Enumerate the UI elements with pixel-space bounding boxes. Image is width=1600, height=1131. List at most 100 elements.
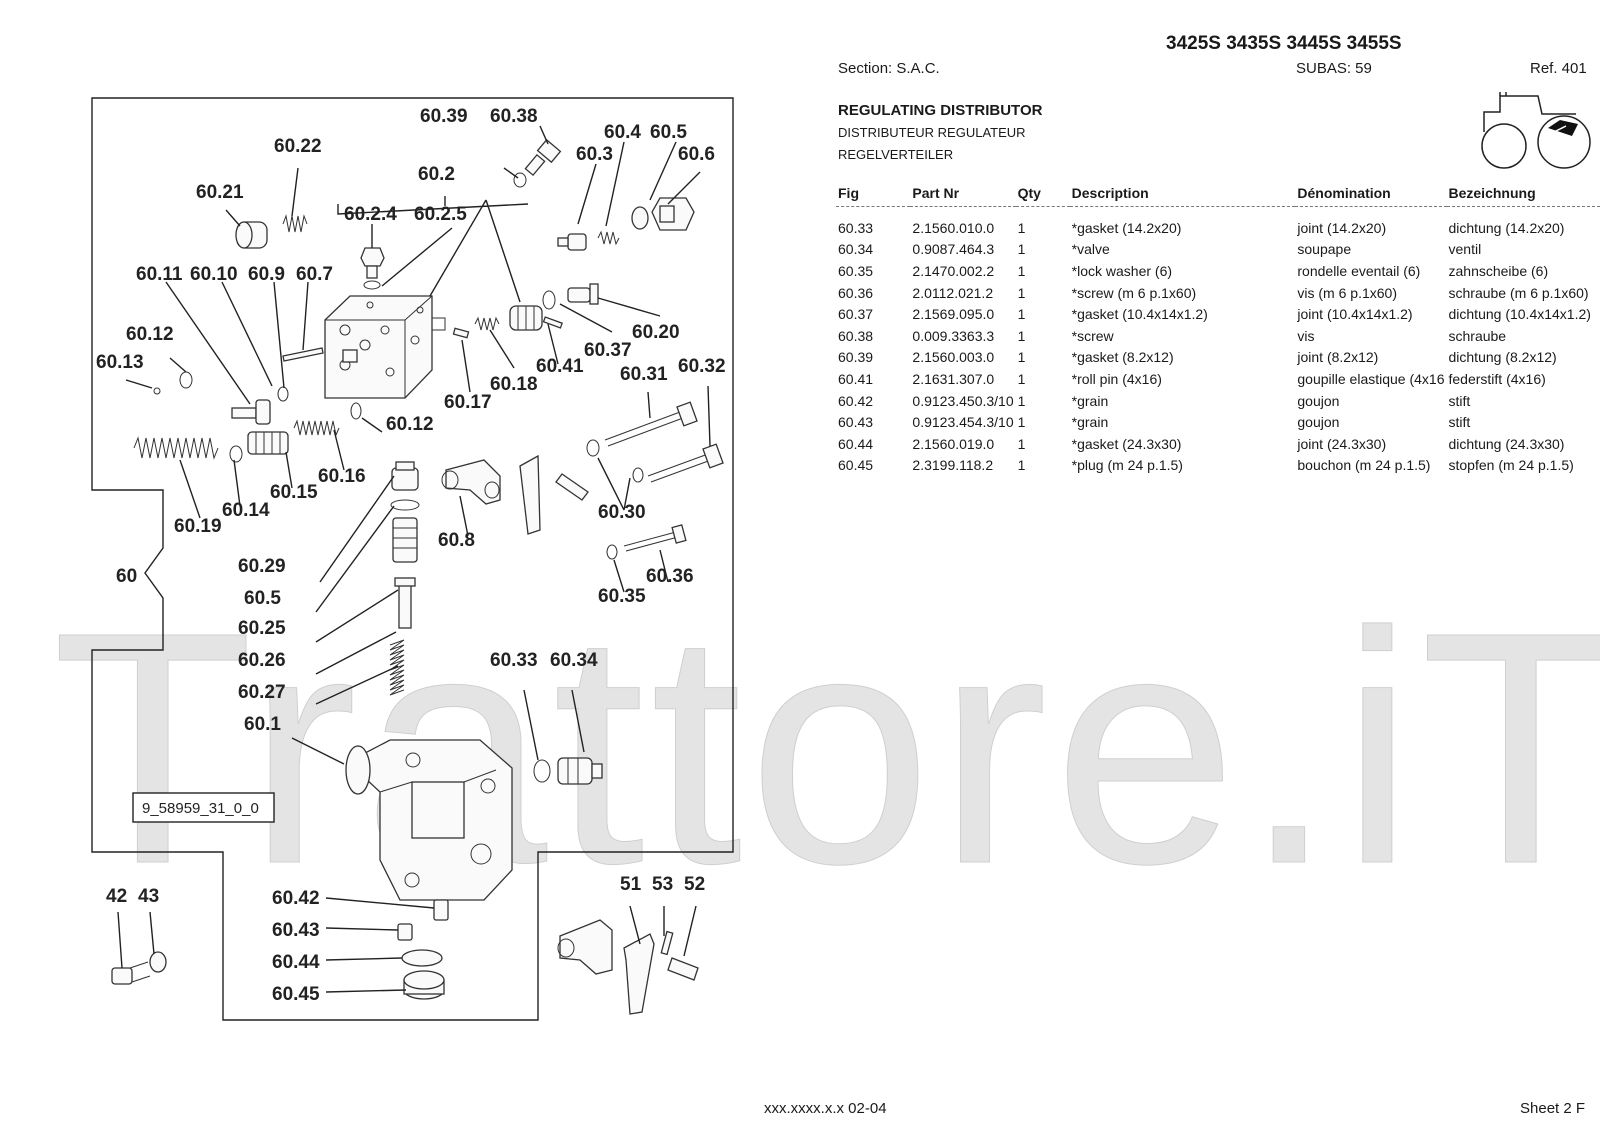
- fig-cell: 60.36: [838, 284, 874, 301]
- callout-60-7: 60.7: [296, 264, 333, 285]
- callout-51: 51: [620, 874, 642, 895]
- title-french: DISTRIBUTEUR REGULATEUR: [838, 125, 1026, 140]
- description-cell: *screw: [1071, 327, 1114, 344]
- callout-60-27: 60.27: [238, 682, 286, 703]
- description-cell: *gasket (14.2x20): [1071, 219, 1182, 236]
- callout-60-17: 60.17: [444, 392, 492, 413]
- callout-60-29: 60.29: [238, 556, 286, 577]
- bezeichnung-cell: stift: [1448, 414, 1471, 431]
- callout-60-44: 60.44: [272, 952, 320, 973]
- diagram-frame: [91, 97, 734, 1021]
- description-cell: *gasket (8.2x12): [1071, 349, 1174, 366]
- callout-60-31: 60.31: [620, 364, 668, 385]
- description-cell: *screw (m 6 p.1x60): [1071, 284, 1197, 301]
- callout-60-21: 60.21: [196, 182, 244, 203]
- section-label: Section: S.A.C.: [838, 60, 940, 77]
- callout-60-34: 60.34: [550, 650, 598, 671]
- description-cell: *gasket (10.4x14x1.2): [1071, 306, 1208, 323]
- callout-60-38: 60.38: [490, 106, 538, 127]
- bolt-42: [111, 961, 151, 985]
- part-nr-cell: 2.3199.118.2: [912, 457, 994, 474]
- denomination-cell: vis (m 6 p.1x60): [1297, 284, 1397, 301]
- denomination-cell: vis: [1297, 327, 1315, 344]
- description-cell: *gasket (24.3x30): [1071, 435, 1182, 452]
- piston-60-25: [394, 577, 416, 629]
- grain-60-43: [397, 923, 413, 941]
- denomination-cell: joint (24.3x30): [1297, 435, 1387, 452]
- part-nr-cell: 0.009.3363.3: [912, 327, 995, 344]
- part-nr-cell: 2.1560.019.0: [912, 435, 995, 452]
- callout-60-32: 60.32: [678, 356, 726, 377]
- title-english: REGULATING DISTRIBUTOR: [838, 102, 1043, 119]
- bracket-51: [557, 919, 699, 1015]
- grain-60-42: [433, 899, 449, 921]
- denomination-cell: goupille elastique (4x16: [1297, 370, 1445, 387]
- part-nr-cell: 2.0112.021.2: [912, 284, 994, 301]
- sleeve-60-5: [392, 517, 418, 563]
- callout-60-33: 60.33: [490, 650, 538, 671]
- fig-cell: 60.33: [838, 219, 874, 236]
- bezeichnung-cell: zahnscheibe (6): [1448, 262, 1549, 279]
- callout-60-2-5: 60.2.5: [414, 204, 467, 225]
- callout-60-42: 60.42: [272, 888, 320, 909]
- callout-60-4: 60.4: [604, 122, 641, 143]
- fig-cell: 60.34: [838, 241, 874, 258]
- spring-60-18: [474, 316, 500, 331]
- callout-60-39: 60.39: [420, 106, 468, 127]
- callout-53: 53: [652, 874, 673, 895]
- title-german: REGELVERTEILER: [838, 147, 954, 162]
- callout-60-12-left: 60.12: [126, 324, 174, 345]
- qty-cell: 1: [1017, 241, 1026, 258]
- callout-60-11: 60.11: [136, 264, 183, 285]
- fig-cell: 60.38: [838, 327, 874, 344]
- bezeichnung-cell: dichtung (14.2x20): [1448, 219, 1565, 236]
- col-bezeichnung: Bezeichnung: [1446, 180, 1600, 207]
- fig-cell: 60.45: [838, 457, 874, 474]
- description-cell: *plug (m 24 p.1.5): [1071, 457, 1183, 474]
- gasket-60-44: [401, 949, 443, 967]
- cap-60-21: [235, 221, 268, 249]
- callout-60-14: 60.14: [222, 500, 270, 521]
- models-heading: 3425S 3435S 3445S 3455S: [1166, 33, 1402, 54]
- qty-cell: 1: [1017, 457, 1026, 474]
- callout-60-26: 60.26: [238, 650, 286, 671]
- valve-60-34: [557, 757, 603, 785]
- spool-60-5-top: [509, 305, 543, 331]
- fig-cell: 60.41: [838, 370, 874, 387]
- description-cell: *valve: [1071, 241, 1110, 258]
- denomination-cell: joint (8.2x12): [1297, 349, 1379, 366]
- callout-60-13: 60.13: [96, 352, 144, 373]
- col-qty: Qty: [1015, 180, 1070, 207]
- footer-code: xxx.xxxx.x.x 02-04: [764, 1100, 887, 1117]
- callout-60-2-4: 60.2.4: [344, 204, 397, 225]
- callout-60-5-top: 60.5: [650, 122, 687, 143]
- callout-60-30: 60.30: [598, 502, 646, 523]
- qty-cell: 1: [1017, 435, 1026, 452]
- bezeichnung-cell: schraube (m 6 p.1x60): [1448, 284, 1589, 301]
- spring-60-26: [389, 639, 405, 696]
- callout-60-41: 60.41: [536, 356, 584, 377]
- bezeichnung-cell: schraube: [1448, 327, 1507, 344]
- callout-60: 60: [116, 566, 137, 587]
- spring-60-16: [293, 419, 340, 437]
- housing-60-1: [345, 739, 513, 901]
- piston-60-11: [231, 399, 271, 425]
- bezeichnung-cell: stopfen (m 24 p.1.5): [1448, 457, 1574, 474]
- description-cell: *lock washer (6): [1071, 262, 1173, 279]
- part-nr-cell: 2.1569.095.0: [912, 306, 995, 323]
- fig-cell: 60.42: [838, 392, 874, 409]
- callout-60-2: 60.2: [418, 164, 455, 185]
- bezeichnung-cell: dichtung (10.4x14x1.2): [1448, 306, 1591, 323]
- callout-60-19: 60.19: [174, 516, 222, 537]
- screw-60-38: [524, 138, 562, 177]
- bezeichnung-cell: dichtung (8.2x12): [1448, 349, 1557, 366]
- spring-60-22: [282, 214, 308, 233]
- part-nr-cell: 2.1560.003.0: [912, 349, 995, 366]
- callout-60-5-left: 60.5: [244, 588, 281, 609]
- footer-sheet: Sheet 2 F: [1520, 1100, 1586, 1117]
- part-nr-cell: 2.1560.010.0: [912, 219, 995, 236]
